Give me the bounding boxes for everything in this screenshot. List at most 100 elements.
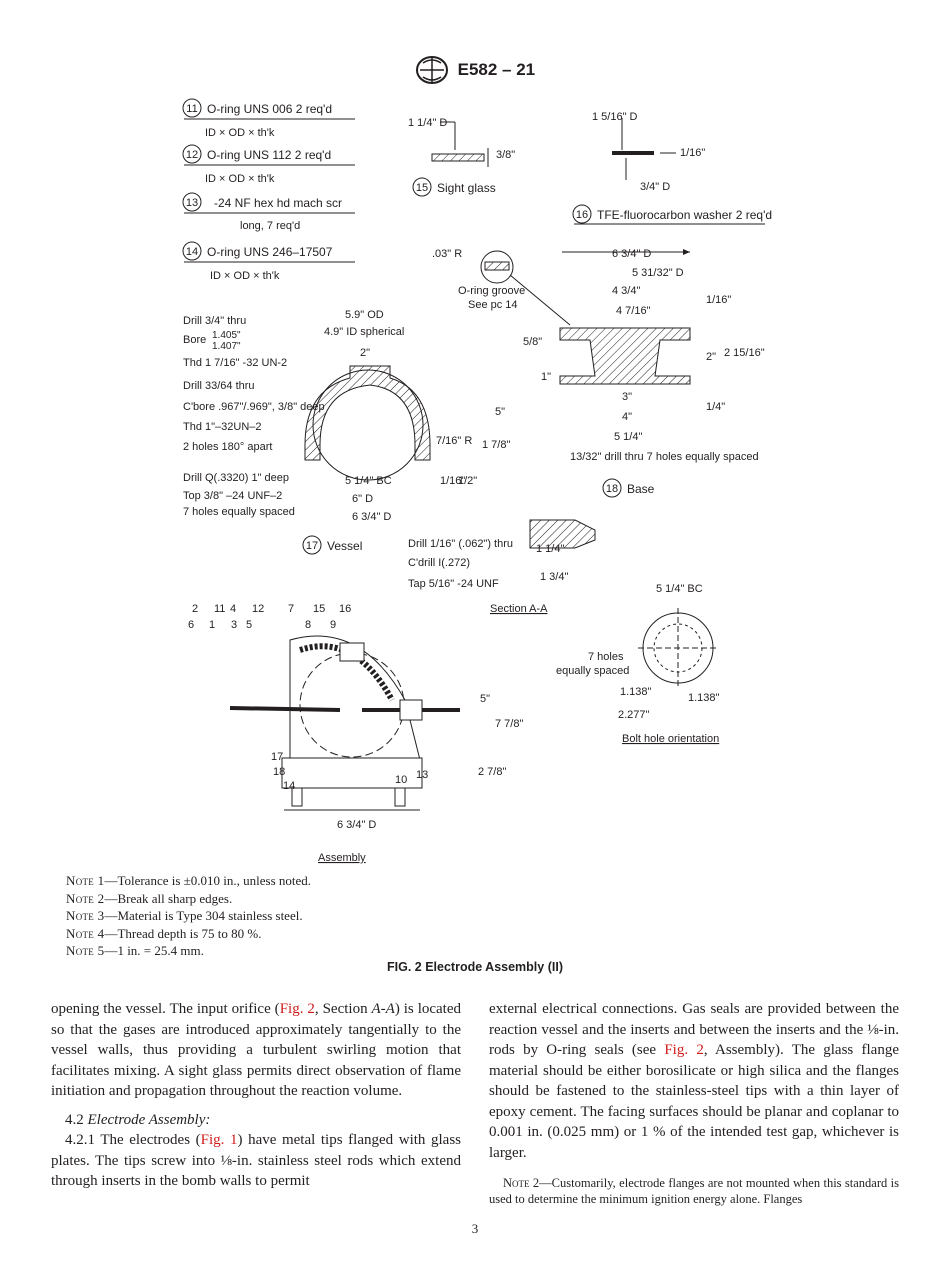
part-14: 14 O-ring UNS 246–17507 ID × OD × th'k <box>182 241 355 282</box>
part-number-16: 16 <box>576 209 588 221</box>
vessel-section: Drill 3/4" thru Bore 1.405" 1.407" Thd 1… <box>183 309 510 555</box>
part-number-17: 17 <box>306 540 318 552</box>
left-column: opening the vessel. The input orifice (F… <box>51 999 461 1192</box>
tap516-label: Tap 5/16" -24 UNF <box>408 578 499 590</box>
part-title-15: Sight glass <box>437 181 496 195</box>
d178-label: 1 7/8" <box>482 439 510 451</box>
bc514-label: 5 1/4" BC <box>345 475 392 487</box>
fig2-link[interactable]: Fig. 2 <box>279 1001 315 1017</box>
callout-14: 14 <box>283 780 295 792</box>
d116-label: 1/16" <box>440 475 465 487</box>
holes7-label: 7 holes equally spaced <box>183 506 295 518</box>
drill-thru-label: Drill 3/4" thru <box>183 315 246 327</box>
bolt-orient-title: Bolt hole orientation <box>622 733 719 745</box>
callout-17: 17 <box>271 751 283 763</box>
oring-groove-label: O-ring groove <box>458 285 525 297</box>
d2-label: 2" <box>360 347 370 359</box>
assembly-title: Assembly <box>318 852 366 864</box>
callout-2: 2 <box>192 603 198 615</box>
callout-5: 5 <box>246 619 252 631</box>
part-11: 11 O-ring UNS 006 2 req'd ID × OD × th'k <box>182 98 355 139</box>
section-134-label: 1 3/4" <box>540 571 568 583</box>
cdrill-label: C'drill I(.272) <box>408 557 470 569</box>
callout-16: 16 <box>339 603 351 615</box>
sight-glass-dia-label: 1 1/4" D <box>408 117 447 129</box>
part-number-12: 12 <box>186 149 198 161</box>
part-number-11: 11 <box>186 103 197 115</box>
cbore-label: C'bore .967"/.969", 3/8" deep <box>183 401 325 413</box>
paragraph-seals: external electrical connections. Gas sea… <box>489 1001 899 1161</box>
part-number-14: 14 <box>186 246 198 258</box>
part-12: 12 O-ring UNS 112 2 req'd ID × OD × th'k <box>182 144 355 185</box>
designation: E582 – 21 <box>457 60 536 79</box>
astm-logo-icon <box>415 56 448 84</box>
part-title-13: -24 NF hex hd mach scr <box>214 196 342 210</box>
groove-radius-label: .03" R <box>432 248 462 260</box>
section-aa-detail: Drill 1/16" (.062") thru C'drill I(.272)… <box>408 519 596 615</box>
washer-thick-label: 1/16" <box>680 147 705 159</box>
part-number-13: 13 <box>186 197 198 209</box>
oring-groove-detail: .03" R O-ring groove See pc 14 <box>432 248 571 326</box>
d634-label: 6 3/4" D <box>352 511 391 523</box>
equally-spaced-label: equally spaced <box>556 665 629 677</box>
note-2: Note 2—Break all sharp edges. <box>66 890 233 906</box>
r716-label: 7/16" R <box>436 435 472 447</box>
base-section: 6 3/4" D 5 31/32" D 4 3/4" 4 7/16" 1/16"… <box>523 248 765 498</box>
bolt-hole-orientation: 5 1/4" BC 7 holes equally spaced 1.138" … <box>556 583 720 745</box>
d12-label: 1/2" <box>458 475 477 487</box>
callout-18: 18 <box>273 766 285 778</box>
part-title-14: O-ring UNS 246–17507 <box>207 245 333 259</box>
page-header: E582 – 21 <box>0 55 950 85</box>
drill116-label: Drill 1/16" (.062") thru <box>408 538 513 550</box>
page-number: 3 <box>471 1221 479 1236</box>
callout-8: 8 <box>305 619 311 631</box>
washer-od-label: 1 5/16" D <box>592 111 638 123</box>
section-114-label: 1 1/4" <box>536 543 564 555</box>
drill2-label: Drill 33/64 thru <box>183 380 255 392</box>
sight-glass-detail: 1 1/4" D 3/8" 15 Sight glass <box>408 117 515 197</box>
base-215-label: 2 15/16" <box>724 347 765 359</box>
part-title-11: O-ring UNS 006 2 req'd <box>207 102 332 116</box>
base-434-label: 4 3/4" <box>612 285 640 297</box>
bolt-bc-label: 5 1/4" BC <box>656 583 703 595</box>
note-3: Note 3—Material is Type 304 stainless st… <box>66 908 303 923</box>
base-116-label: 1/16" <box>706 294 731 306</box>
part-dims-11: ID × OD × th'k <box>205 127 275 139</box>
washer-id-label: 3/4" D <box>640 181 670 193</box>
part-number-18: 18 <box>606 483 618 495</box>
part-dims-14: ID × OD × th'k <box>210 270 280 282</box>
holes180-label: 2 holes 180° apart <box>183 441 272 453</box>
paragraph-vessel: opening the vessel. The input orifice (F… <box>51 1001 462 1099</box>
callout-6: 6 <box>188 619 194 631</box>
callout-13: 13 <box>416 769 428 781</box>
part-title-17: Vessel <box>327 539 362 553</box>
figure-2-drawing: 11 O-ring UNS 006 2 req'd ID × OD × th'k… <box>182 98 772 864</box>
bolt-1138a-label: 1.138" <box>620 686 652 698</box>
callout-9: 9 <box>330 619 336 631</box>
section-4-2-heading: 4.2 Electrode Assembly: <box>65 1111 211 1128</box>
od59-label: 5.9" OD <box>345 309 384 321</box>
fig2-link-2[interactable]: Fig. 2 <box>664 1042 704 1058</box>
base-4716-label: 4 7/16" <box>616 305 651 317</box>
id49-label: 4.9" ID spherical <box>324 326 404 338</box>
bore-a-label: 1.405" <box>212 330 241 341</box>
washer-detail: 1 5/16" D 1/16" 3/4" D 16 TFE-fluorocarb… <box>572 111 772 225</box>
callout-11: 11 <box>214 603 225 615</box>
fig1-link[interactable]: Fig. 1 <box>200 1132 238 1148</box>
note-5: Note 5—1 in. = 25.4 mm. <box>66 943 204 958</box>
base-drill-label: 13/32" drill thru 7 holes equally spaced <box>570 451 759 463</box>
callout-12: 12 <box>252 603 264 615</box>
thd2-label: Thd 1"–32UN–2 <box>183 421 262 433</box>
base-od-label: 6 3/4" D <box>612 248 651 260</box>
figure-notes: Note 1—Tolerance is ±0.010 in., unless n… <box>66 872 311 960</box>
see-pc-label: See pc 14 <box>468 299 518 311</box>
base-1-label: 1" <box>541 371 551 383</box>
base-4-label: 4" <box>622 411 632 423</box>
bolt-2277-label: 2.277" <box>618 709 650 721</box>
callout-15: 15 <box>313 603 325 615</box>
part-title-16: TFE-fluorocarbon washer 2 req'd <box>597 208 772 222</box>
assembly-278-label: 2 7/8" <box>478 766 506 778</box>
note-2-text: Note 2—Customarily, electrode flanges ar… <box>489 1176 899 1206</box>
base-58-label: 5/8" <box>523 336 542 348</box>
